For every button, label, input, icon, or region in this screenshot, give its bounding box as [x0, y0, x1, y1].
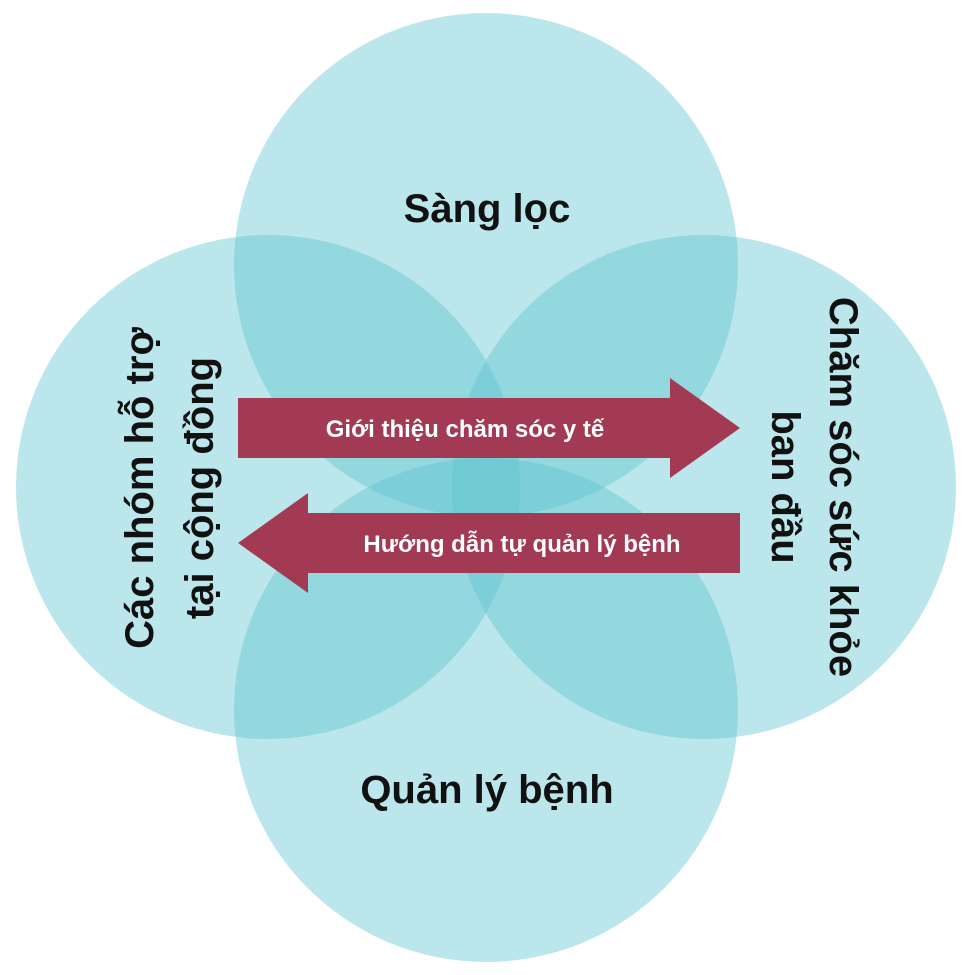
circle-community-support: [16, 235, 520, 739]
primary-care-label-line1: Chăm sóc sức khỏe: [821, 297, 865, 677]
community-support-label-line1: Các nhóm hỗ trợ: [116, 327, 162, 649]
screening-label: Sàng lọc: [404, 187, 571, 231]
referral-arrow: [238, 378, 740, 478]
primary-care-label: Chăm sóc sức khỏe ban đầu: [763, 297, 865, 677]
self-management-arrow: [238, 493, 740, 593]
self-management-arrow-label: Hướng dẫn tự quản lý bệnh: [363, 530, 680, 558]
circle-primary-care: [452, 235, 956, 739]
primary-care-label-line2: ban đầu: [763, 410, 807, 563]
community-support-label: Các nhóm hỗ trợ tại cộng đồng: [116, 327, 222, 649]
disease-management-label: Quản lý bệnh: [360, 768, 613, 812]
referral-arrow-label: Giới thiệu chăm sóc y tế: [326, 416, 605, 443]
circle-screening: [234, 13, 738, 517]
circle-disease-management: [234, 458, 738, 962]
community-support-label-line2: tại cộng đồng: [178, 357, 222, 619]
